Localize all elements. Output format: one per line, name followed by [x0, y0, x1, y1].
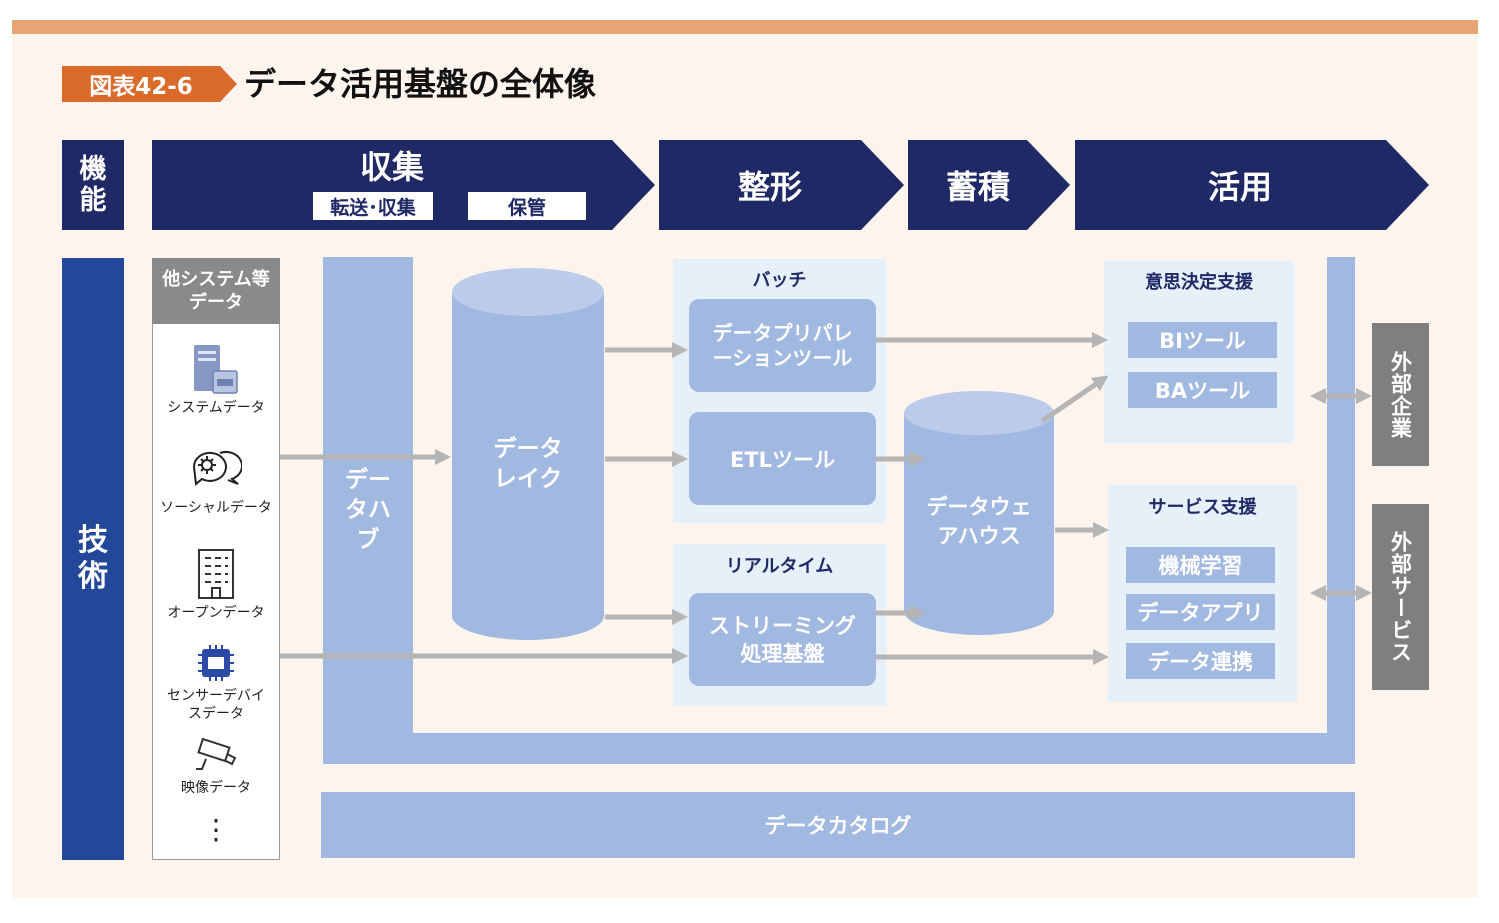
data-hub-label-text: データハブ [345, 467, 391, 553]
building-icon [190, 548, 242, 600]
machine-learning-chip: 機械学習 [1126, 547, 1275, 583]
function-row-label: 機能 [62, 140, 124, 230]
streaming-platform: ストリーミング処理基盤 [689, 593, 876, 686]
source-social-data: ソーシャルデータ [152, 443, 280, 517]
chevron-shape [659, 140, 904, 230]
figure-title: データ活用基盤の全体像 [244, 65, 597, 103]
data-lake-label: データレイク [451, 432, 605, 496]
source-label: オープンデータ [167, 605, 265, 621]
data-hub-label: データハブ [323, 467, 413, 553]
data-hub-bottom-bar [323, 733, 1355, 764]
decision-support-title: 意思決定支援 [1145, 272, 1253, 293]
social-chat-icon [190, 443, 242, 495]
etl-tool: ETLツール [689, 412, 876, 505]
chevron-utilize [1075, 140, 1429, 230]
chevron-accumulate [908, 140, 1070, 230]
function-utilize-label: 活用 [1207, 168, 1272, 206]
external-companies: 外部企業 [1372, 323, 1429, 466]
function-accumulate-label: 蓄積 [945, 168, 1010, 206]
data-warehouse-label: データウェアハウス [903, 490, 1055, 554]
source-label: 映像データ [181, 780, 251, 796]
figure-tag-label: 図表42-6 [89, 74, 193, 100]
realtime-zone-title: リアルタイム [725, 556, 834, 577]
technology-row-label: 技術 [62, 258, 124, 860]
data-integration-chip: データ連携 [1126, 643, 1275, 679]
data-app-chip: データアプリ [1126, 594, 1275, 630]
chip-icon [190, 645, 242, 683]
source-label: センサーデバイスデータ [167, 688, 265, 722]
batch-zone-title: バッチ [752, 270, 807, 291]
source-video-data: 映像データ [152, 735, 280, 797]
figure-tag-shape [62, 66, 237, 102]
data-hub-bar [323, 257, 413, 764]
data-hub-right-bar [1327, 257, 1355, 764]
figure-tag: 図表42-6 [62, 66, 237, 102]
external-services: 外部サービス [1372, 504, 1429, 690]
function-shape-label: 整形 [737, 168, 802, 206]
data-sources-header-text: 他システム等データ [162, 269, 270, 313]
service-support-title: サービス支援 [1148, 497, 1257, 518]
more-sources-ellipsis: ⋮ [202, 813, 230, 846]
data-lake-cylinder [452, 268, 604, 640]
source-sensor-data: センサーデバイスデータ [152, 645, 280, 723]
source-label: システムデータ [167, 400, 265, 416]
data-preparation-tool-label: データプリパレーションツール [712, 320, 853, 370]
data-sources-header: 他システム等データ [152, 258, 280, 324]
camera-icon [190, 735, 242, 775]
function-storage-tab: 保管 [468, 192, 586, 220]
source-open-data: オープンデータ [152, 548, 280, 622]
bi-tool-chip: BIツール [1128, 322, 1277, 358]
ba-tool-chip: BAツール [1128, 372, 1277, 408]
function-transfer-tab: 転送･収集 [313, 192, 433, 220]
streaming-platform-label: ストリーミング処理基盤 [709, 613, 856, 666]
accent-bar [12, 20, 1478, 34]
data-lake-label-text: データレイク [493, 436, 563, 492]
function-collect-label: 収集 [359, 148, 424, 186]
database-server-icon [190, 343, 242, 395]
data-catalog-bar: データカタログ [321, 792, 1355, 858]
technology-row-label-text: 技術 [78, 523, 108, 594]
function-row-label-text: 機能 [79, 154, 107, 216]
data-warehouse-cylinder [904, 391, 1054, 635]
source-label: ソーシャルデータ [160, 500, 272, 516]
data-preparation-tool: データプリパレーションツール [689, 299, 876, 392]
source-system-data: システムデータ [152, 343, 280, 417]
data-warehouse-label-text: データウェアハウス [926, 495, 1032, 548]
